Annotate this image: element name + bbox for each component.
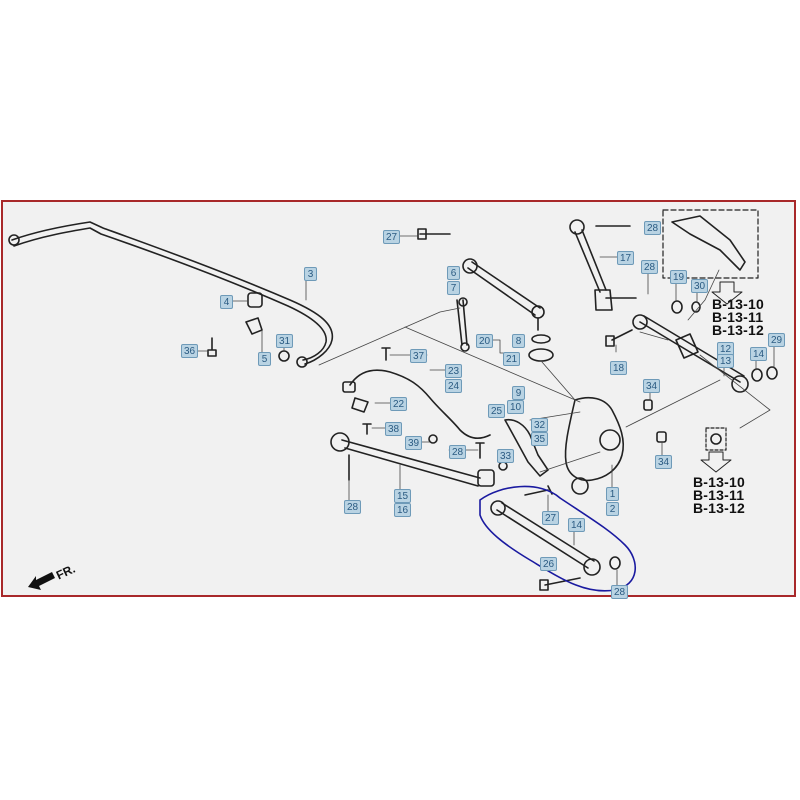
- part-callout-32[interactable]: 32: [531, 418, 549, 432]
- part-callout-10[interactable]: 10: [507, 400, 525, 414]
- part-callout-2[interactable]: 2: [606, 502, 619, 516]
- part-callout-34[interactable]: 34: [643, 379, 661, 393]
- part-callout-36[interactable]: 36: [181, 344, 199, 358]
- part-callout-37[interactable]: 37: [410, 349, 428, 363]
- part-callout-31[interactable]: 31: [276, 334, 294, 348]
- part-callout-28[interactable]: 28: [644, 221, 662, 235]
- part-callout-29[interactable]: 29: [768, 333, 786, 347]
- part-callout-3[interactable]: 3: [304, 267, 317, 281]
- part-callout-22[interactable]: 22: [390, 397, 408, 411]
- reference-bottom-3[interactable]: B-13-12: [693, 500, 745, 516]
- stabilizer-bar: [11, 221, 334, 365]
- part-callout-20[interactable]: 20: [476, 334, 494, 348]
- part-callout-23[interactable]: 23: [445, 364, 463, 378]
- part-callout-9[interactable]: 9: [512, 386, 525, 400]
- reference-top-2[interactable]: B-13-11: [712, 309, 764, 325]
- knuckle: [564, 396, 625, 482]
- part-callout-21[interactable]: 21: [503, 352, 521, 366]
- reference-top-3[interactable]: B-13-12: [712, 322, 764, 338]
- part-callout-6[interactable]: 6: [447, 266, 460, 280]
- reference-bottom-2[interactable]: B-13-11: [693, 487, 745, 503]
- compensator-arm: [574, 231, 601, 293]
- part-callout-28[interactable]: 28: [641, 260, 659, 274]
- part-callout-30[interactable]: 30: [691, 279, 709, 293]
- part-callout-26[interactable]: 26: [540, 557, 558, 571]
- part-callout-28[interactable]: 28: [344, 500, 362, 514]
- part-callout-33[interactable]: 33: [497, 449, 515, 463]
- part-callout-27[interactable]: 27: [542, 511, 560, 525]
- part-callout-5[interactable]: 5: [258, 352, 271, 366]
- reference-top-1[interactable]: B-13-10: [712, 296, 764, 312]
- part-callout-28[interactable]: 28: [449, 445, 467, 459]
- part-callout-14[interactable]: 14: [750, 347, 768, 361]
- part-callout-17[interactable]: 17: [617, 251, 635, 265]
- part-callout-15[interactable]: 15: [394, 489, 412, 503]
- part-callout-19[interactable]: 19: [670, 270, 688, 284]
- part-callout-24[interactable]: 24: [445, 379, 463, 393]
- part-callout-39[interactable]: 39: [405, 436, 423, 450]
- part-callout-25[interactable]: 25: [488, 404, 506, 418]
- highlight-annotation: [479, 485, 637, 592]
- part-callout-34[interactable]: 34: [655, 455, 673, 469]
- bushing-part-4: [247, 292, 263, 308]
- lower-arm-12-13: [639, 321, 741, 383]
- part-callout-14[interactable]: 14: [568, 518, 586, 532]
- upper-arm: [467, 267, 536, 316]
- part-callout-1[interactable]: 1: [606, 487, 619, 501]
- part-callout-27[interactable]: 27: [383, 230, 401, 244]
- part-callout-4[interactable]: 4: [220, 295, 233, 309]
- part-callout-16[interactable]: 16: [394, 503, 412, 517]
- part-callout-18[interactable]: 18: [610, 361, 628, 375]
- part-callout-7[interactable]: 7: [447, 281, 460, 295]
- reference-bottom-1[interactable]: B-13-10: [693, 474, 745, 490]
- trailing-arm: [341, 439, 481, 479]
- part-callout-13[interactable]: 13: [717, 354, 735, 368]
- part-callout-28[interactable]: 28: [611, 585, 629, 599]
- part-callout-8[interactable]: 8: [512, 334, 525, 348]
- lower-arm-14: [496, 509, 589, 569]
- part-callout-35[interactable]: 35: [531, 432, 549, 446]
- part-callout-38[interactable]: 38: [385, 422, 403, 436]
- front-direction-arrow-icon: [28, 572, 55, 590]
